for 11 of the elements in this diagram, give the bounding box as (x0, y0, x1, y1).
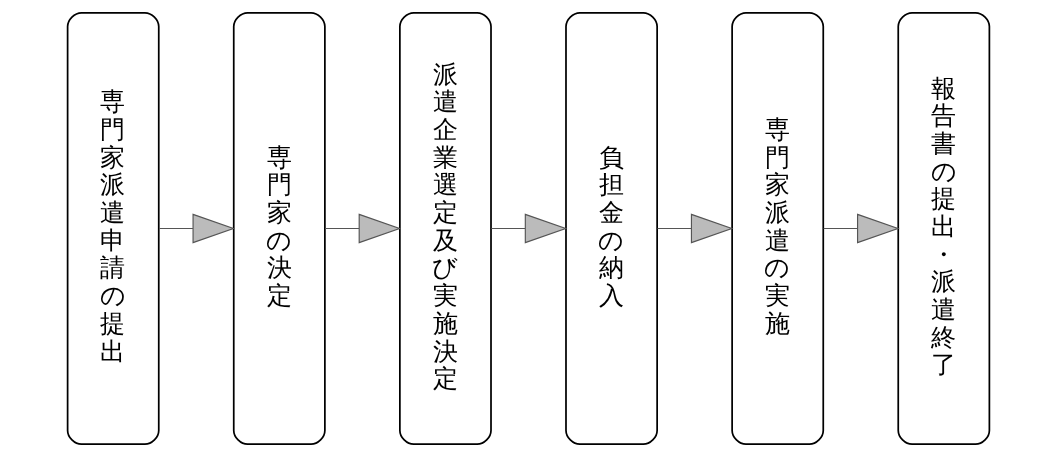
arrow (490, 213, 568, 244)
arrow (324, 213, 402, 244)
node-box: 負担金の納入 (565, 11, 658, 446)
node-box: 報告書の提出・派遣終了 (897, 11, 991, 446)
node-box: 専門家派遣の実施 (731, 11, 825, 446)
node-box: 派遣企業選定及び実施決定 (399, 11, 492, 446)
arrow (656, 213, 734, 244)
arrow (158, 213, 236, 244)
arrow (823, 213, 900, 244)
node-box: 専門家派遣申請の提出 (66, 11, 160, 446)
node-box: 専門家の決定 (232, 11, 326, 446)
